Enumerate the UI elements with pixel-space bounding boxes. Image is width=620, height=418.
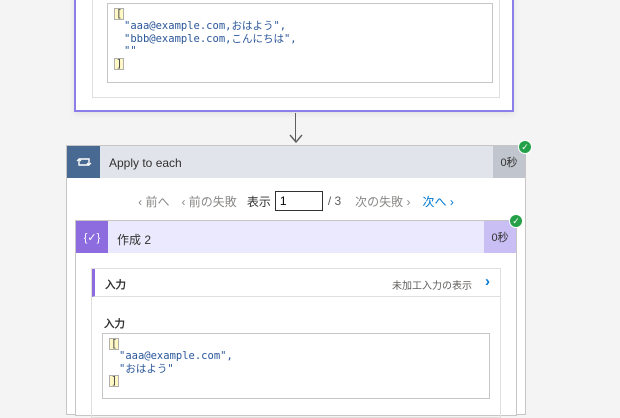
show-label: 表示 [246, 194, 271, 209]
page-number-input[interactable] [274, 191, 323, 211]
code-line: "aaa@example.com,おはよう", [124, 20, 287, 33]
success-check-icon: ✓ [518, 140, 532, 154]
success-check-icon: ✓ [509, 214, 523, 228]
code-line: "おはよう" [119, 362, 174, 375]
next-failed-button[interactable]: 次の失敗 › [355, 194, 411, 209]
compose-duration: 0秒 [484, 221, 516, 253]
code-open-bracket: [ [114, 8, 125, 20]
compose-icon: {✓} [76, 221, 108, 253]
connector-line [295, 113, 296, 141]
code-line: "bbb@example.com,こんにちは", [124, 32, 297, 45]
chevron-right-icon[interactable]: › [485, 273, 490, 290]
code-close-bracket: ] [109, 375, 120, 388]
compose-input-code: [ "aaa@example.com", "おはよう" ] [102, 333, 490, 399]
input-label: 入力 [104, 318, 125, 330]
apply-to-each-header[interactable]: Apply to each 0秒 [67, 146, 525, 178]
code-line: "" [124, 45, 137, 58]
loop-icon [67, 146, 100, 178]
previous-action-card[interactable]: [ "aaa@example.com,おはよう", "bbb@example.c… [74, 0, 514, 112]
previous-action-body: [ "aaa@example.com,おはよう", "bbb@example.c… [92, 0, 500, 98]
code-close-bracket: ] [114, 57, 125, 70]
compose-card[interactable]: {✓} 作成 2 0秒 入力 未加工入力の表示 › 入力 [ "aaa@exam… [75, 220, 517, 418]
prev-button[interactable]: ‹ 前へ [138, 194, 170, 209]
apply-to-each-card[interactable]: Apply to each 0秒 ‹ 前へ ‹ 前の失敗 表示 / 3 次の失敗… [66, 145, 526, 418]
iteration-pager: ‹ 前へ ‹ 前の失敗 表示 / 3 次の失敗 › 次へ › [67, 190, 525, 212]
inputs-row-label: 入力 [105, 279, 126, 291]
compose-header[interactable]: {✓} 作成 2 0秒 [76, 221, 516, 253]
show-raw-inputs-link[interactable]: 未加工入力の表示 [392, 281, 472, 292]
compose-inputs-panel: 入力 未加工入力の表示 › 入力 [ "aaa@example.com", "お… [91, 268, 501, 418]
code-line: "aaa@example.com", [119, 350, 233, 363]
compose-title: 作成 2 [117, 233, 152, 247]
inputs-row[interactable]: 入力 未加工入力の表示 › [92, 269, 500, 297]
next-button[interactable]: 次へ › [422, 194, 454, 209]
apply-to-each-title: Apply to each [109, 156, 182, 170]
code-open-bracket: [ [109, 338, 120, 350]
page-total: / 3 [327, 194, 342, 208]
previous-output-code: [ "aaa@example.com,おはよう", "bbb@example.c… [107, 3, 493, 83]
arrow-down-icon [289, 134, 303, 144]
prev-failed-button[interactable]: ‹ 前の失敗 [181, 194, 237, 209]
